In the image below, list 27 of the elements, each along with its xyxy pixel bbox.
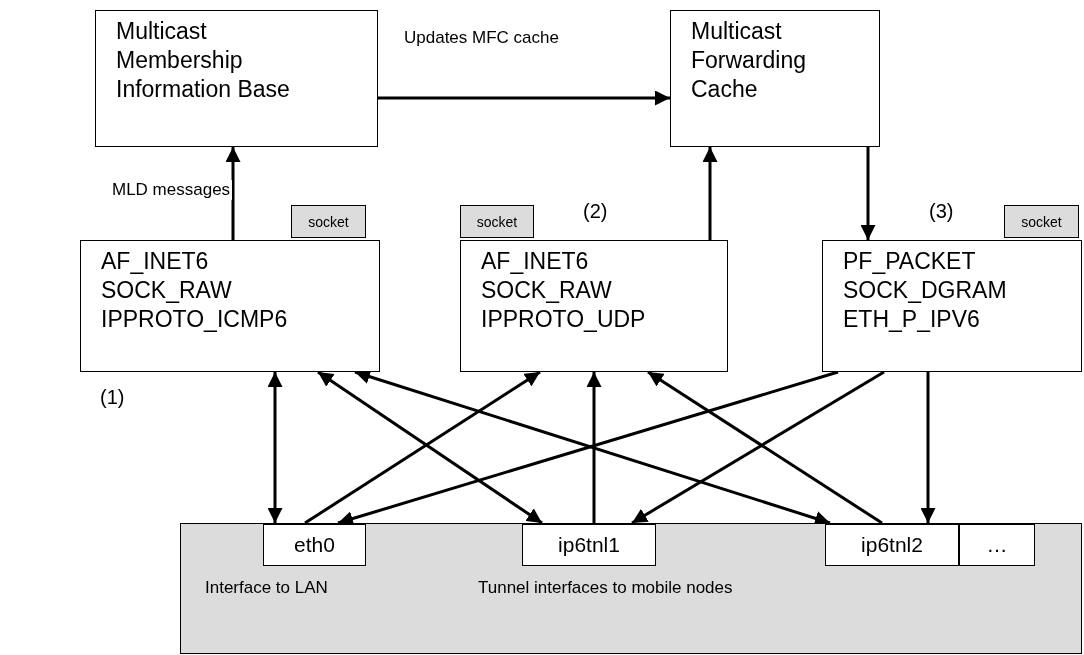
callout-number: (1) [100,386,125,409]
interface-box: ip6tnl1 [522,524,656,566]
process-box: Multicast Forwarding Cache [670,10,880,147]
interface-box: … [959,524,1035,566]
process-box: AF_INET6 SOCK_RAW IPPROTO_ICMP6 [80,240,380,372]
caption-text: Interface to LAN [205,578,328,598]
arrow [702,147,718,240]
interface-box: ip6tnl2 [825,524,959,566]
edge-label: Updates MFC cache [402,28,561,48]
arrow [267,372,283,523]
socket-tab: socket [291,205,366,238]
arrow [860,147,876,240]
process-box: PF_PACKET SOCK_DGRAM ETH_P_IPV6 [822,240,1082,372]
edge-label: MLD messages [110,180,233,200]
panel-box [180,523,1082,654]
socket-tab: socket [460,205,534,238]
socket-tab: socket [1004,205,1079,238]
callout-number: (2) [583,200,608,223]
arrow [920,372,936,523]
caption-text: Tunnel interfaces to mobile nodes [478,578,733,598]
interface-box: eth0 [263,524,366,566]
process-box: AF_INET6 SOCK_RAW IPPROTO_UDP [460,240,728,372]
arrow [586,372,602,523]
callout-number: (3) [929,200,954,223]
arrow [225,147,241,240]
process-box: Multicast Membership Information Base [95,10,378,147]
arrow [378,90,670,106]
